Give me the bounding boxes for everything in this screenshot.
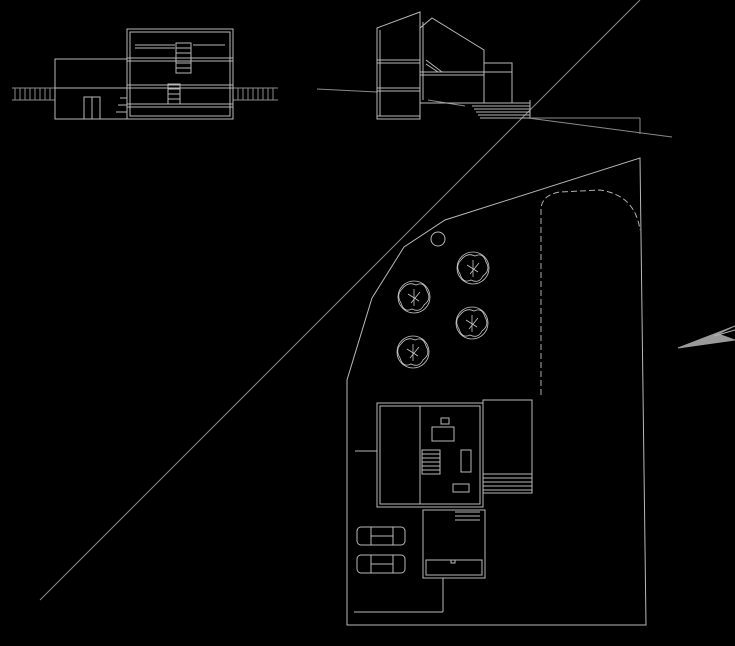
tree: [397, 280, 431, 314]
site-plan: [346, 157, 735, 626]
section-elevation-left: [12, 28, 278, 120]
low-wing: [54, 58, 128, 120]
driveway-outline: [540, 189, 641, 395]
kitchen-counter: [431, 426, 455, 442]
dining-table: [460, 449, 472, 473]
car: [356, 526, 406, 546]
north-arrow: [677, 325, 735, 349]
tree: [456, 251, 490, 285]
main-block: [126, 28, 234, 120]
terrace-steps: [470, 100, 531, 119]
house-footprint: [376, 402, 484, 508]
plot-boundary: [346, 157, 647, 626]
ground-line-right: [527, 117, 673, 138]
ground-hatch-left: [12, 87, 55, 101]
second-gable-block: [419, 12, 485, 104]
car: [356, 554, 406, 574]
extension: [483, 62, 513, 104]
tree: [396, 335, 430, 369]
tree: [455, 306, 489, 340]
sofa: [452, 483, 470, 493]
ground-hatch-right: [233, 87, 278, 101]
terrace: [482, 399, 533, 494]
diagonal-construction-line: [39, 0, 641, 601]
survey-point-marker: [430, 231, 446, 247]
garage: [422, 509, 486, 579]
tall-gable-block: [376, 11, 421, 120]
section-elevation-right: [316, 11, 673, 138]
ground-line-left: [316, 88, 378, 93]
